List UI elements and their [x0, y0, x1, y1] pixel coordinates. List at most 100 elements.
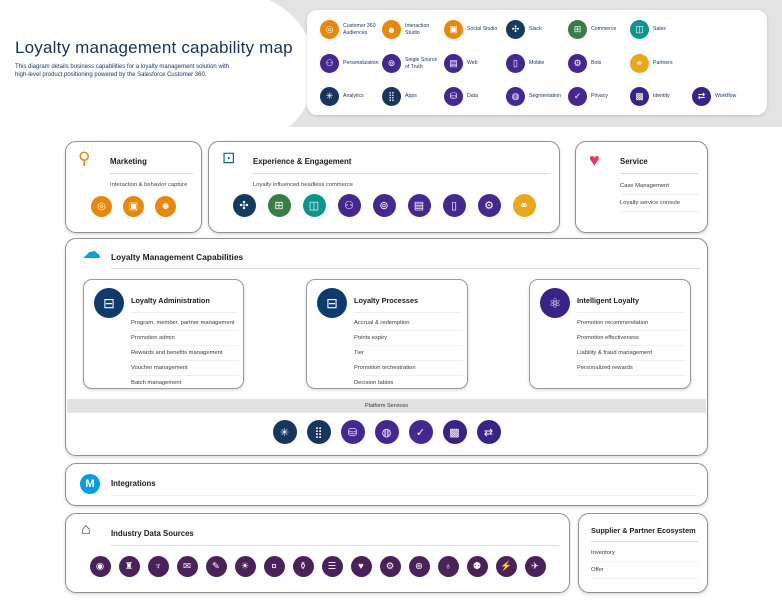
legend-icon: ⚇ — [320, 54, 339, 73]
legend-icon: ☻ — [382, 20, 401, 39]
divider — [131, 312, 237, 313]
legend-label: Single Source of Truth — [405, 57, 438, 70]
list-item: Loyalty service console — [620, 195, 699, 212]
loyalty-administration-title: Loyalty Administration — [131, 296, 210, 305]
divider — [591, 541, 698, 542]
list-item: Batch management — [131, 376, 239, 391]
list-item: Liability & fraud management — [577, 346, 686, 361]
list-item: Tier — [354, 346, 463, 361]
legend-icon: ✣ — [506, 20, 525, 39]
experience-subtitle: Loyalty influenced headless commerce — [253, 182, 353, 188]
loyalty-card-icon: ⊟ — [94, 288, 124, 318]
loyalty-processes-title: Loyalty Processes — [354, 296, 419, 305]
product-icon: ▯ — [442, 194, 466, 217]
product-icon: ▩ — [442, 420, 467, 444]
legend-icon: ⚭ — [630, 54, 649, 73]
legend-item: ▩ Identity — [630, 87, 692, 106]
experience-icon: ⊡ — [222, 150, 236, 167]
industry-source-icon: ⊛ — [408, 556, 430, 577]
industry-source-icon: ⚡ — [495, 556, 517, 577]
experience-engagement-box: ⊡ Experience & Engagement Loyalty influe… — [208, 141, 560, 233]
platform-services-band: Platform Services — [67, 399, 706, 413]
marketing-subtitle: Interaction & behavior capture — [110, 182, 188, 188]
product-icon: ◫ — [302, 194, 326, 217]
product-icon: ⛁ — [340, 420, 365, 444]
legend-item: ☻ Interaction Studio — [382, 20, 444, 39]
divider — [111, 495, 697, 496]
intelligent-loyalty-box: ⚛ Intelligent Loyalty Promotion recommen… — [529, 279, 691, 389]
legend-label: Sales — [653, 26, 666, 33]
product-icon: ☻ — [155, 196, 176, 217]
legend-item: ▯ Mobile — [506, 54, 568, 73]
product-icon: ⚭ — [512, 194, 536, 217]
list-item: Voucher management — [131, 361, 239, 376]
legend-label: Social Studio — [467, 26, 498, 33]
legend-item: ⚇ Personalization — [320, 54, 382, 73]
divider — [253, 173, 549, 174]
list-item: Personalized rewards — [577, 361, 686, 376]
marketing-icon: ⚲ — [78, 149, 91, 168]
industry-source-icon: ✈ — [524, 556, 546, 577]
list-item: Promotion orchestration — [354, 361, 463, 376]
list-item: Program, member, partner management — [131, 316, 239, 331]
divider — [111, 545, 559, 546]
legend-row-1: ◎ Customer 360 Audiences ☻ Interaction S… — [320, 20, 692, 39]
divider — [354, 312, 461, 313]
legend-icon: ✓ — [568, 87, 587, 106]
legend-item: ◎ Customer 360 Audiences — [320, 20, 382, 39]
legend-item: ✓ Privacy — [568, 87, 630, 106]
industry-source-icon: ⚉ — [466, 556, 488, 577]
product-icon: ⇄ — [476, 420, 501, 444]
legend-item: ▣ Social Studio — [444, 20, 506, 39]
experience-product-icons: ✣⊞◫⚇⊚▤▯⚙⚭ — [209, 194, 559, 217]
industry-source-icon: ♜ — [118, 556, 140, 577]
legend-icon: ⛁ — [444, 87, 463, 106]
legend-icon: ⇄ — [692, 87, 711, 106]
legend-icon: ✳ — [320, 87, 339, 106]
industry-source-icon: ✎ — [205, 556, 227, 577]
legend-label: Mobile — [529, 60, 545, 67]
service-title: Service — [620, 157, 648, 166]
loyalty-capabilities-container: ☁ Loyalty Management Capabilities ⊟ Loya… — [65, 238, 708, 456]
legend-card: ◎ Customer 360 Audiences ☻ Interaction S… — [307, 10, 767, 115]
experience-title: Experience & Engagement — [253, 157, 352, 166]
page-title: Loyalty management capability map — [15, 38, 293, 57]
industry-source-icon: ☀ — [234, 556, 256, 577]
legend-item: ⊞ Commerce — [568, 20, 630, 39]
integrations-box: M Integrations — [65, 463, 708, 506]
legend-icon: ⊚ — [382, 54, 401, 73]
list-item: Promotion recommendation — [577, 316, 686, 331]
banner-blob-curve — [163, 0, 315, 146]
industry-source-icon: ♁ — [437, 556, 459, 577]
list-item: Inventory — [591, 545, 698, 562]
salesforce-cloud-icon: ☁ — [82, 242, 101, 263]
legend-item: ⛁ Data — [444, 87, 506, 106]
legend-item: ⣿ Apps — [382, 87, 444, 106]
industry-source-icon: ◉ — [89, 556, 111, 577]
legend-item: ◍ Segmentation — [506, 87, 568, 106]
legend-label: Bots — [591, 60, 602, 67]
legend-icon: ▯ — [506, 54, 525, 73]
legend-item: ✳ Analytics — [320, 87, 382, 106]
page-subtitle: This diagram details business capabiliti… — [15, 64, 230, 78]
legend-item: ⇄ Workflow — [692, 87, 754, 106]
product-icon: ⚙ — [477, 194, 501, 217]
legend-label: Customer 360 Audiences — [343, 23, 376, 36]
supplier-title: Supplier & Partner Ecosystem — [591, 526, 696, 535]
list-item: Offer — [591, 562, 698, 579]
legend-label: Personalization — [343, 60, 379, 67]
industry-source-icon: ⚱ — [292, 556, 314, 577]
legend-row-2: ⚇ Personalization ⊚ Single Source of Tru… — [320, 54, 692, 73]
legend-label: Commerce — [591, 26, 617, 33]
legend-label: Apps — [405, 93, 417, 100]
legend-label: Analytics — [343, 93, 364, 100]
legend-label: Segmentation — [529, 93, 562, 100]
industry-source-icon: ♥ — [350, 556, 372, 577]
loyalty-capabilities-title: Loyalty Management Capabilities — [111, 252, 244, 262]
einstein-icon: ⚛ — [540, 288, 570, 318]
